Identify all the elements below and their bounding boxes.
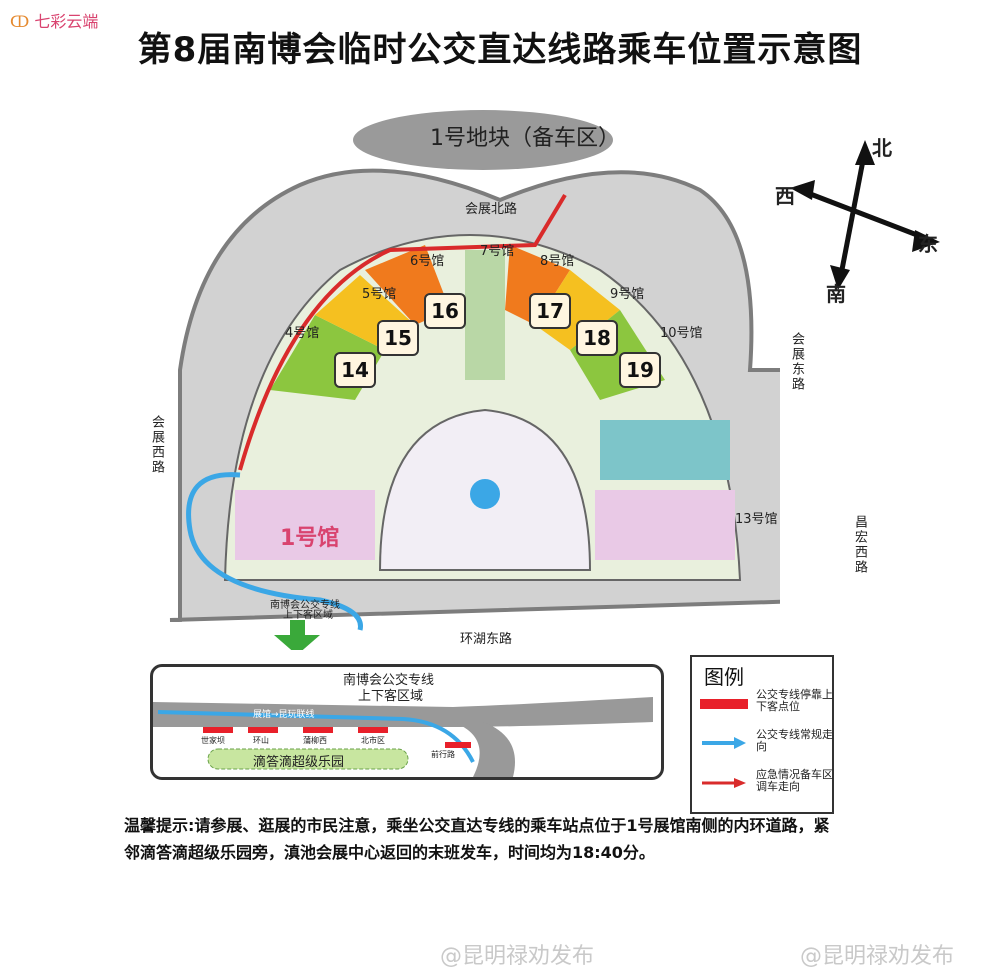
hall-label-5: 5号馆 bbox=[362, 287, 397, 302]
inset-road-label: 展馆→昆玩联线 bbox=[253, 710, 315, 720]
hall-label-6: 6号馆 bbox=[410, 254, 445, 269]
warm-tip: 温馨提示:请参展、逛展的市民注意，乘坐公交直达专线的乘车站点位于1号展馆南侧的内… bbox=[124, 816, 830, 862]
hall-label-13: 13号馆 bbox=[735, 512, 778, 527]
inset-map bbox=[153, 697, 653, 777]
legend-stop-text: 公交专线停靠上下客点位 bbox=[756, 688, 833, 713]
fountain bbox=[470, 479, 500, 509]
pickup-zone-line2: 上下客区域 bbox=[283, 610, 333, 621]
inset-title-line2: 上下客区域 bbox=[358, 689, 424, 704]
legend-route-text: 公交专线常规走向 bbox=[756, 728, 833, 753]
compass-south: 南 bbox=[826, 282, 846, 306]
compass-west: 西 bbox=[775, 184, 795, 208]
hall-1-block bbox=[235, 490, 375, 560]
block-label: 1号地块（备车区） bbox=[430, 126, 620, 151]
pickup-zone-line1: 南博会公交专线 bbox=[270, 600, 340, 611]
hall-label-7: 7号馆 bbox=[480, 244, 515, 259]
emergency-route bbox=[238, 193, 567, 471]
page-title: 第8届南博会临时公交直达线路乘车位置示意图 bbox=[137, 30, 863, 70]
venue-map bbox=[169, 110, 780, 650]
compass-icon bbox=[790, 140, 940, 290]
road-north-label: 会展北路 bbox=[465, 202, 518, 217]
compass-north: 北 bbox=[872, 136, 892, 160]
block-oval bbox=[353, 110, 613, 170]
hall-wedge-18 bbox=[535, 270, 620, 350]
hall-number-17: 17 bbox=[529, 293, 571, 329]
logo: ↀ 七彩云端 bbox=[10, 8, 98, 32]
watermark-1: @昆明禄劝发布 bbox=[440, 944, 595, 969]
hall-number-18: 18 bbox=[576, 320, 618, 356]
hall-13-block bbox=[595, 490, 735, 560]
hall-number-15: 15 bbox=[377, 320, 419, 356]
inset-stop-4: 北市区 bbox=[361, 736, 385, 745]
hall-number-19: 19 bbox=[619, 352, 661, 388]
inset-stop-2: 环山 bbox=[253, 736, 269, 745]
road-west-label: 会展西路 bbox=[149, 415, 164, 475]
hall-label-10: 10号馆 bbox=[660, 326, 703, 341]
hall-number-14: 14 bbox=[334, 352, 376, 388]
bus-route bbox=[186, 472, 363, 631]
hall-label-4: 4号馆 bbox=[285, 326, 320, 341]
inset-stop-3: 蒲柳西 bbox=[303, 736, 327, 745]
hall-number-16: 16 bbox=[424, 293, 466, 329]
hall-label-8: 8号馆 bbox=[540, 254, 575, 269]
legend-title: 图例 bbox=[704, 665, 744, 689]
legend-stop-swatch bbox=[700, 699, 748, 709]
legend-item-emergency: 应急情况备车区调车走向 bbox=[700, 769, 833, 801]
hall-12-block bbox=[600, 420, 730, 480]
road-south-label: 环湖东路 bbox=[460, 632, 513, 647]
pickup-inset: 南博会公交专线 上下客区域 展馆→昆玩联线 世家坝 环山 蒲柳西 北市区 前行路… bbox=[150, 664, 664, 780]
legend-item-stop: 公交专线停靠上下客点位 bbox=[700, 689, 833, 721]
watermark-2: @昆明禄劝发布 bbox=[800, 944, 955, 969]
logo-rings-icon: ↀ bbox=[10, 12, 30, 31]
hall-wedge-17 bbox=[505, 245, 570, 325]
legend-emergency-text: 应急情况备车区调车走向 bbox=[756, 768, 833, 793]
inset-park-label: 滴答滴超级乐园 bbox=[253, 755, 345, 770]
central-corridor bbox=[465, 250, 505, 380]
inset-stop-1: 世家坝 bbox=[201, 736, 225, 745]
legend-emergency-arrow-icon bbox=[702, 778, 746, 788]
hall-label-9: 9号馆 bbox=[610, 287, 645, 302]
road-east-label: 会展东路 bbox=[789, 332, 804, 392]
legend-route-arrow-icon bbox=[702, 737, 746, 749]
legend-item-route: 公交专线常规走向 bbox=[700, 729, 833, 761]
compass-east: 东 bbox=[918, 232, 938, 256]
green-arrow bbox=[274, 620, 320, 650]
inset-stop-5: 前行路 bbox=[431, 750, 455, 759]
legend: 图例 公交专线停靠上下客点位 公交专线常规走向 应急情况备车区调车走向 bbox=[690, 655, 834, 814]
inset-title-line1: 南博会公交专线 bbox=[343, 673, 435, 688]
logo-text: 七彩云端 bbox=[34, 12, 99, 31]
road-far-east-label: 昌宏西路 bbox=[852, 515, 867, 575]
hall-label-1: 1号馆 bbox=[280, 526, 340, 551]
